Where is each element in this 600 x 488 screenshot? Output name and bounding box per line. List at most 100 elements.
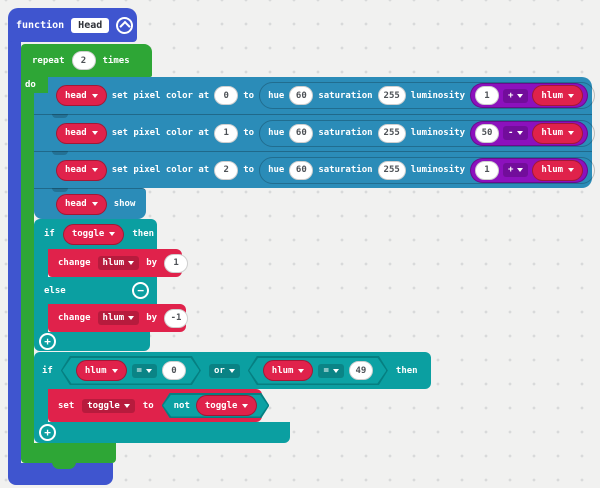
variable-pill[interactable]: hlum — [532, 122, 584, 144]
dropdown-arrow-icon — [91, 93, 98, 98]
variable-label: toggle — [87, 400, 120, 411]
saturation-field[interactable]: 255 — [377, 123, 406, 143]
operator-dropdown[interactable]: + — [502, 163, 529, 177]
variable-label: hlum — [541, 165, 564, 175]
else-band[interactable]: else − — [34, 277, 157, 304]
variable-pill[interactable]: hlum — [263, 360, 314, 381]
change-value-field[interactable]: -1 — [164, 308, 189, 328]
math-operation-block[interactable]: 1 + hlum — [469, 157, 589, 183]
set-variable-block[interactable]: set toggle to not toggle — [48, 389, 262, 422]
pixel-index-field[interactable]: 0 — [214, 86, 239, 105]
hue-field[interactable]: 60 — [289, 160, 314, 180]
hue-label: hue — [268, 90, 285, 101]
repeat-bottom-bar[interactable] — [21, 443, 116, 463]
strip-show-block[interactable]: head show — [34, 188, 146, 219]
change-variable-block[interactable]: change hlum by 1 — [48, 249, 189, 277]
or-label: or — [213, 365, 225, 376]
dropdown-arrow-icon — [228, 368, 235, 373]
remove-else-icon[interactable]: − — [132, 282, 149, 299]
add-branch-icon[interactable]: + — [39, 424, 56, 441]
operand-field[interactable]: 1 — [474, 86, 499, 105]
repeat-block-header[interactable]: repeat 2 times — [21, 44, 152, 77]
variable-dropdown[interactable]: toggle — [82, 398, 135, 413]
strip-dropdown[interactable]: head — [56, 193, 107, 215]
comparison-block[interactable]: hlum = 49 — [248, 356, 388, 385]
by-label: by — [146, 258, 158, 268]
show-label: show — [113, 199, 136, 209]
comparison-block[interactable]: hlum = 0 — [61, 356, 201, 385]
if-block-bottom-bar[interactable]: + — [34, 332, 150, 351]
pixel-index-field[interactable]: 2 — [214, 160, 239, 180]
add-branch-icon[interactable]: + — [39, 333, 56, 350]
not-block[interactable]: not toggle — [162, 393, 270, 418]
set-pixel-color-block[interactable]: head set pixel color at 1 to hue 60 satu… — [34, 114, 596, 151]
operator-label: + — [507, 165, 514, 175]
strip-dropdown-label: head — [65, 199, 87, 209]
variable-label: hlum — [271, 365, 294, 376]
luminosity-label: luminosity — [410, 128, 465, 138]
strip-dropdown[interactable]: head — [56, 122, 107, 144]
repeat-count-field[interactable]: 2 — [71, 51, 96, 70]
variable-label: hlum — [102, 258, 125, 268]
dropdown-arrow-icon — [517, 168, 524, 172]
operator-dropdown[interactable]: + — [502, 88, 529, 103]
by-label: by — [146, 313, 158, 323]
then-label: then — [395, 365, 418, 376]
if-bounds-bottom-bar[interactable]: + — [34, 422, 290, 443]
if-bounds-spine[interactable] — [34, 388, 48, 423]
variable-dropdown[interactable]: hlum — [97, 256, 140, 270]
comparison-operator-dropdown[interactable]: = — [132, 364, 157, 378]
comparison-value-field[interactable]: 49 — [349, 361, 373, 380]
variable-pill[interactable]: toggle — [196, 395, 258, 416]
hsl-color-block[interactable]: hue 60 saturation 255 luminosity 1 + hlu… — [259, 156, 596, 184]
variable-dropdown[interactable]: hlum — [97, 311, 140, 325]
dropdown-arrow-icon — [333, 369, 339, 373]
dropdown-arrow-icon — [568, 93, 575, 98]
operator-dropdown[interactable]: - — [502, 126, 529, 140]
repeat-spine[interactable] — [21, 76, 34, 443]
math-operation-block[interactable]: 1 + hlum — [469, 83, 589, 108]
function-spine[interactable] — [8, 38, 21, 465]
change-variable-block[interactable]: change hlum by -1 — [48, 304, 189, 332]
saturation-field[interactable]: 255 — [377, 86, 406, 105]
dropdown-arrow-icon — [123, 403, 130, 408]
variable-label: hlum — [84, 365, 107, 376]
set-label: set — [58, 400, 75, 411]
if-block-header[interactable]: if toggle then — [34, 219, 157, 249]
set-pixel-color-block[interactable]: head set pixel color at 2 to hue 60 satu… — [34, 151, 596, 188]
hue-field[interactable]: 60 — [289, 123, 314, 143]
comparison-operator-dropdown[interactable]: = — [318, 364, 343, 378]
times-label: times — [102, 55, 130, 66]
strip-dropdown[interactable]: head — [56, 85, 107, 106]
saturation-field[interactable]: 255 — [377, 160, 406, 180]
dropdown-arrow-icon — [568, 131, 575, 135]
if-bounds-header[interactable]: if hlum = 0 or hlum = 49 then — [34, 352, 431, 389]
change-value-field[interactable]: 1 — [164, 253, 189, 273]
variable-pill[interactable]: hlum — [76, 360, 127, 381]
strip-dropdown[interactable]: head — [56, 159, 107, 181]
hsl-color-block[interactable]: hue 60 saturation 255 luminosity 1 + hlu… — [259, 82, 596, 109]
function-name-field[interactable]: Head — [71, 17, 110, 33]
dropdown-arrow-icon — [517, 131, 524, 135]
logic-operator-dropdown[interactable]: or — [208, 363, 240, 378]
pixel-index-field[interactable]: 1 — [214, 123, 239, 143]
variable-pill[interactable]: hlum — [532, 85, 584, 106]
condition-variable-pill[interactable]: toggle — [62, 223, 125, 245]
dropdown-arrow-icon — [109, 232, 116, 236]
hsl-color-block[interactable]: hue 60 saturation 255 luminosity 50 - hl… — [259, 119, 596, 147]
math-operation-block[interactable]: 50 - hlum — [469, 120, 589, 146]
to-label: to — [243, 165, 255, 175]
function-bottom-bar[interactable] — [8, 463, 113, 485]
chevron-up-icon — [119, 20, 131, 33]
operand-field[interactable]: 1 — [474, 160, 499, 180]
operand-field[interactable]: 50 — [474, 123, 499, 143]
repeat-do-band: do — [21, 76, 48, 93]
variable-label: hlum — [102, 313, 125, 323]
variable-pill[interactable]: hlum — [532, 159, 584, 181]
comparison-value-field[interactable]: 0 — [162, 361, 186, 380]
function-block-header[interactable]: function Head — [8, 8, 137, 42]
set-pixel-color-block[interactable]: head set pixel color at 0 to hue 60 satu… — [34, 77, 596, 114]
hue-field[interactable]: 60 — [289, 86, 314, 105]
collapse-icon[interactable] — [116, 16, 134, 34]
